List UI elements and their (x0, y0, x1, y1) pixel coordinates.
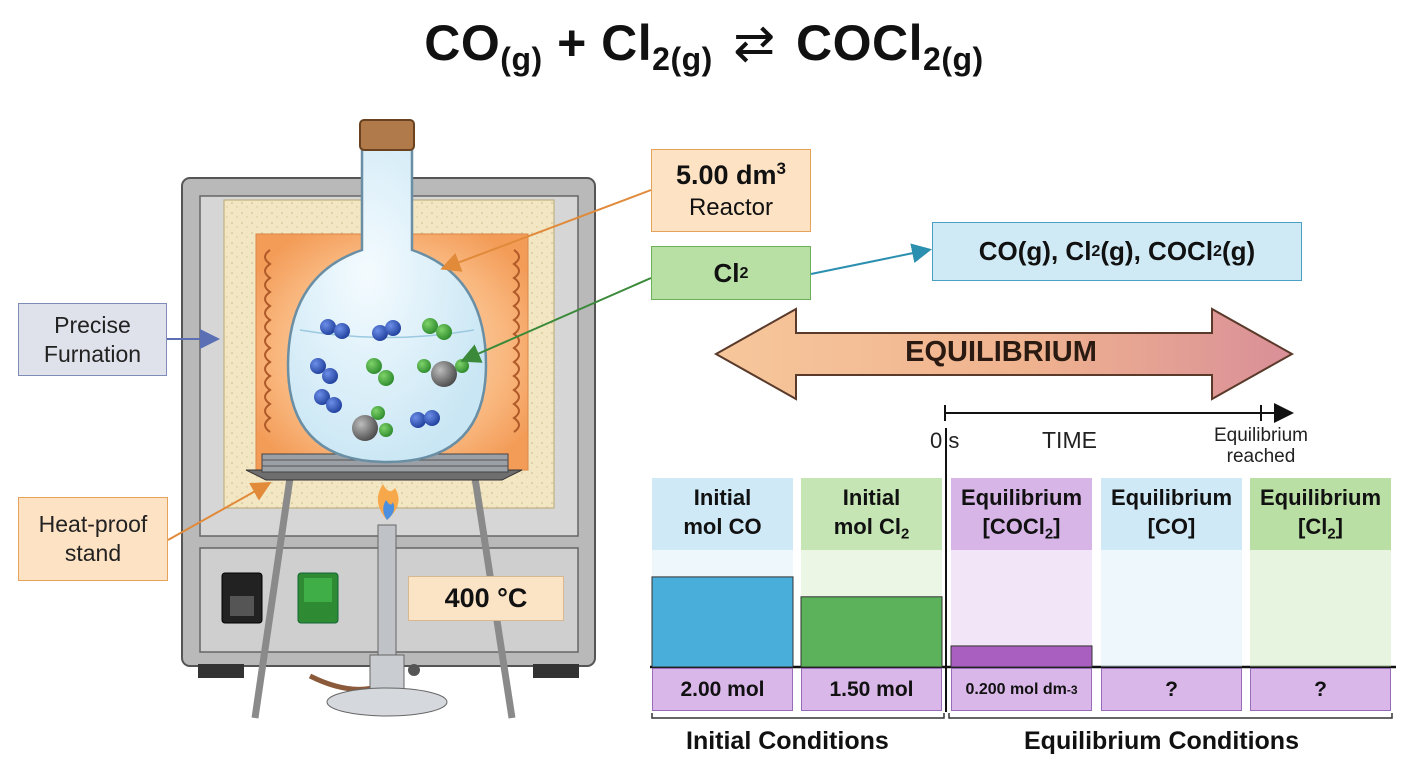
product-cocl2: COCl (796, 15, 924, 71)
equilibrium-conditions-label: Equilibrium Conditions (1024, 727, 1299, 755)
mix-c: (g) (1222, 236, 1256, 267)
equilibrium-arrow-icon: ⇄ (733, 15, 776, 71)
reactor-volume-sup: 3 (776, 159, 787, 179)
reactant-co: CO (424, 15, 501, 71)
reactor-word: Reactor (688, 193, 774, 221)
bunsen-burner-icon (308, 484, 448, 717)
heatproof-line2: stand (64, 540, 122, 566)
column-header-line1: Initial (693, 485, 752, 510)
reactant-cl2-sub: 2 (652, 41, 671, 77)
temperature-display: 400 °C (408, 576, 564, 621)
furnation-line1: Precise (54, 311, 131, 338)
reactor-flask (286, 119, 488, 464)
column-header: Initial mol CO (652, 478, 793, 550)
mix-a: CO(g), Cl (978, 236, 1092, 267)
column-header-line2: [COCl2] (982, 513, 1061, 543)
column-header-line1: Initial (842, 485, 901, 510)
column-header-line2: [Cl2] (1298, 513, 1343, 543)
initial-conditions-label: Initial Conditions (686, 727, 889, 755)
bar-group (651, 550, 1391, 668)
plus-sign: + (557, 15, 587, 71)
column-header-line2: mol CO (683, 513, 762, 539)
column-header-line2: [CO] (1147, 513, 1196, 539)
column-header-line1: Equilibrium (1111, 485, 1232, 510)
equilibrium-label: EQUILIBRIUM (905, 336, 1097, 368)
time-axis-label: TIME (1042, 427, 1097, 453)
cl2-sub: 2 (739, 263, 749, 282)
column-body (1101, 550, 1242, 667)
molecules (310, 318, 469, 441)
bar (651, 576, 794, 668)
temperature-value: 400 °C (444, 582, 528, 613)
bar (800, 596, 943, 668)
column-header-line1: Equilibrium (961, 485, 1082, 510)
equation-title: CO(g) + Cl2(g) ⇄ COCl2(g) (0, 14, 1408, 78)
mix-b: (g), COCl (1100, 236, 1214, 267)
column-value: 1.50 mol (801, 668, 942, 711)
column-header-line2: mol Cl2 (833, 513, 910, 543)
product-cocl2-state: (g) (941, 41, 984, 77)
column-header-line1: Equilibrium (1260, 485, 1381, 510)
reactor-volume-text: 5.00 dm (675, 160, 777, 191)
column-value: 0.200 mol dm-3 (951, 668, 1092, 711)
column-header: Equilibrium [CO] (1101, 478, 1242, 550)
furnation-line2: Furnation (43, 340, 142, 367)
product-cocl2-sub: 2 (923, 41, 942, 77)
mix-a-sub: 2 (1091, 242, 1101, 261)
column-header: Initial mol Cl2 (801, 478, 942, 550)
column-header: Equilibrium [Cl2] (1250, 478, 1391, 550)
equilibrium-double-arrow (713, 307, 1295, 401)
cork-icon (359, 119, 415, 151)
column-value: ? (1250, 668, 1391, 711)
reactant-co-state: (g) (500, 41, 543, 77)
eq-reached-line1: Equilibrium (1214, 425, 1308, 446)
cl2-text: Cl (713, 257, 740, 288)
heatproof-line1: Heat-proof (38, 511, 148, 538)
reactor-label: 5.00 dm3 Reactor (651, 149, 811, 232)
column-value: ? (1101, 668, 1242, 711)
reactant-cl2: Cl (601, 15, 653, 71)
bar (950, 645, 1093, 668)
column-header: Equilibrium [COCl2] (951, 478, 1092, 550)
eq-reached-line2: reached (1226, 445, 1296, 467)
mix-b-sub: 2 (1213, 242, 1223, 261)
reactor-volume: 5.00 dm3 (676, 158, 786, 193)
time-start-label: 0 s (930, 428, 960, 453)
reactant-cl2-state: (g) (670, 41, 713, 77)
column-body (1250, 550, 1391, 667)
column-value: 2.00 mol (652, 668, 793, 711)
